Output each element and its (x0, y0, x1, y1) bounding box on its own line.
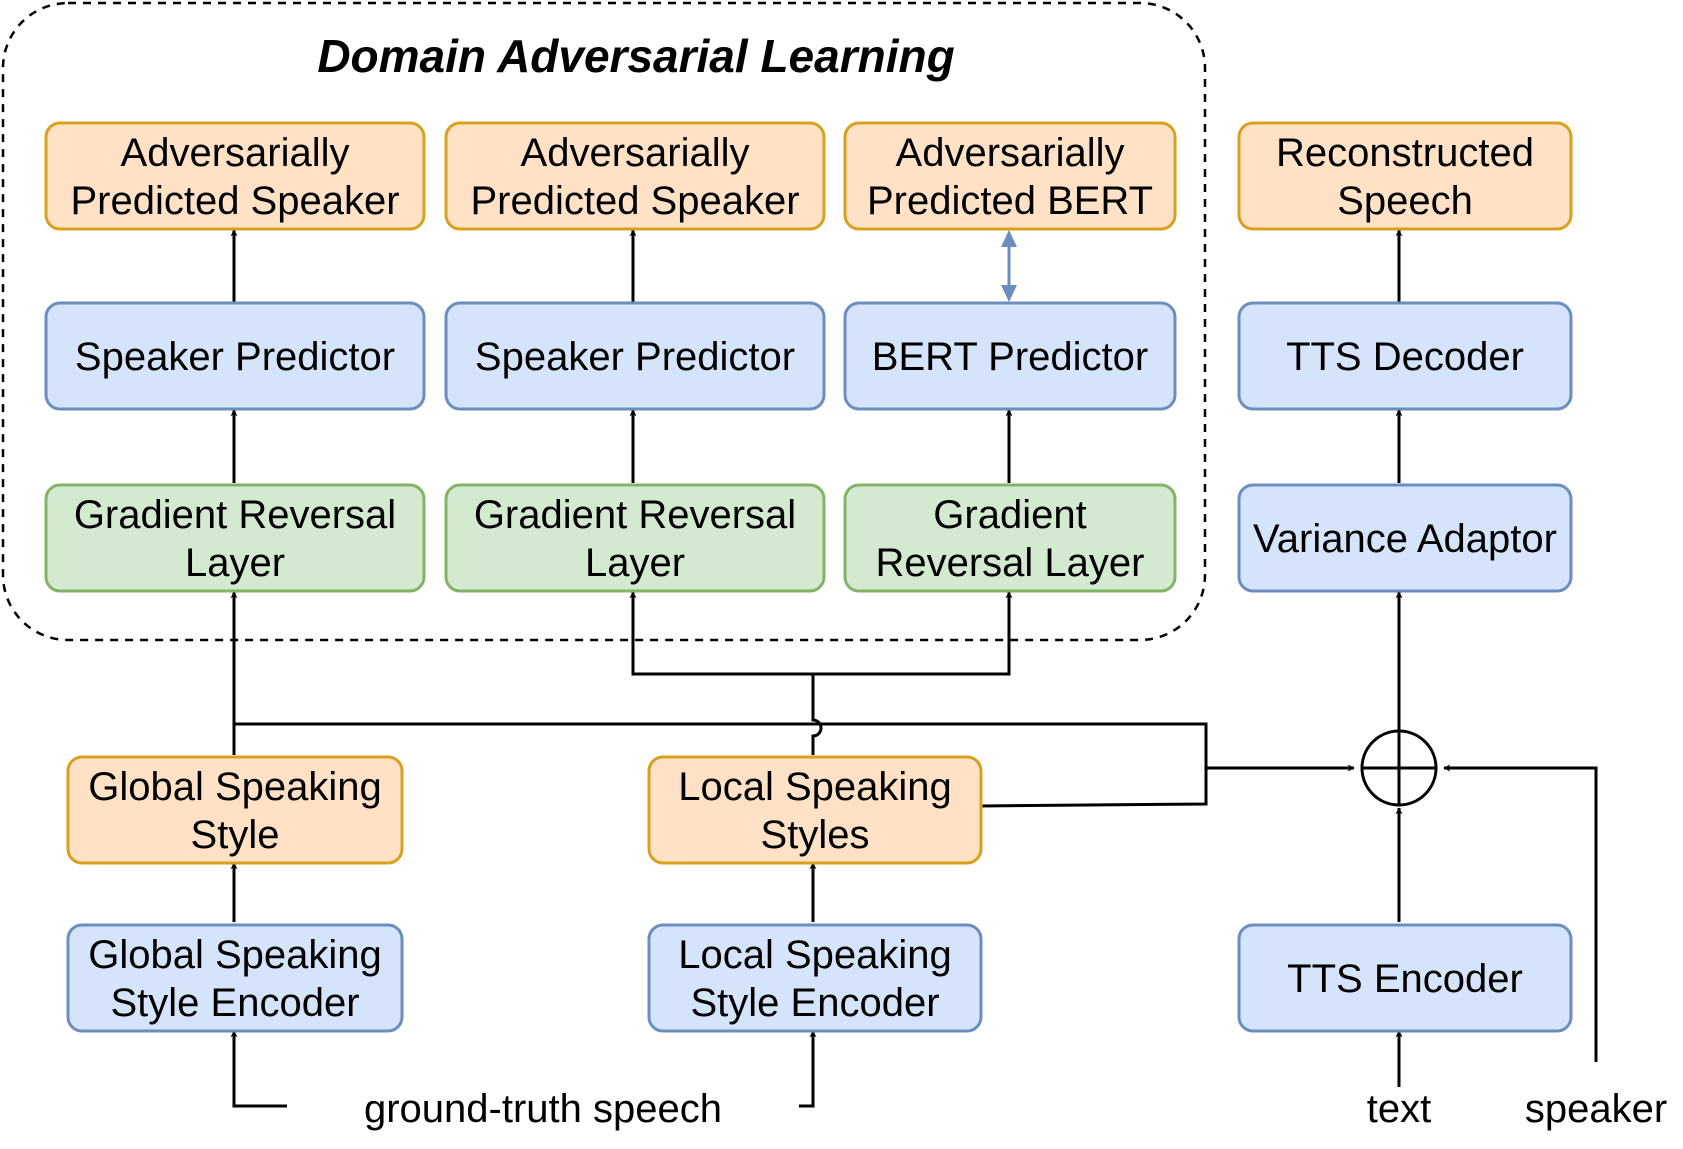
bert-predictor-label: BERT Predictor (872, 335, 1148, 379)
edge-local-to-sum (979, 768, 1208, 808)
reconstructed-speech-label: Speech (1337, 179, 1473, 223)
speaker-predictor-2-label: Speaker Predictor (475, 335, 795, 379)
local-speaking-styles-label: Local Speaking (678, 765, 952, 809)
local-speaking-styles-box (647, 755, 983, 865)
speaker-input-label: speaker (1525, 1087, 1667, 1131)
adv-predicted-bert-label: Adversarially (896, 131, 1125, 175)
gradient-reversal-layer-3-label: Reversal Layer (875, 541, 1144, 585)
variance-adaptor-box (1237, 483, 1573, 593)
edge-speaker-to-sum (1443, 764, 1598, 1062)
tts-decoder-label: TTS Decoder (1286, 335, 1524, 379)
speaker-predictor-1-box (44, 301, 426, 411)
adv-predicted-speaker-1-box (44, 121, 426, 231)
edge-global-to-sum (234, 722, 1355, 772)
local-speaking-style-encoder-box (647, 923, 983, 1033)
local-speaking-styles-label: Styles (761, 813, 870, 857)
bidir-arrowhead-down (1001, 285, 1017, 302)
tts-decoder: TTS Decoder (1237, 301, 1573, 411)
variance-adaptor: Variance Adaptor (1237, 483, 1573, 593)
gradient-reversal-layer-1-label: Gradient Reversal (74, 493, 396, 537)
global-speaking-style-encoder-label: Style Encoder (110, 981, 359, 1025)
bert-predictor-box (843, 301, 1177, 411)
domain-adversarial-group (1, 1, 1207, 642)
speaker-predictor-1: Speaker Predictor (44, 301, 426, 411)
reconstructed-speech-label: Reconstructed (1276, 131, 1534, 175)
sum-operator (1360, 729, 1438, 807)
bidir-arrowhead-up (1001, 230, 1017, 247)
global-speaking-style-box (66, 755, 404, 865)
global-speaking-style-encoder-label: Global Speaking (88, 933, 382, 977)
edge-split-to-grl2 (629, 591, 813, 676)
tts-encoder-box (1237, 923, 1573, 1033)
adv-predicted-speaker-1-label: Predicted Speaker (70, 179, 399, 223)
edge-gt-to-global-encoder (230, 1030, 287, 1108)
speaker-predictor-1-label: Speaker Predictor (75, 335, 395, 379)
local-speaking-style-encoder-label: Local Speaking (678, 933, 952, 977)
gradient-reversal-layer-2-box (444, 483, 826, 593)
group-title: Domain Adversarial Learning (317, 30, 954, 82)
adv-predicted-bert-box (843, 121, 1177, 231)
adv-predicted-speaker-2-box (444, 121, 826, 231)
edge-gt-to-local-encoder (799, 1030, 817, 1108)
variance-adaptor-label: Variance Adaptor (1253, 517, 1557, 561)
bert-predictor: BERT Predictor (843, 301, 1177, 411)
gradient-reversal-layer-3-label: Gradient (933, 493, 1086, 537)
reconstructed-speech-box (1237, 121, 1573, 231)
adv-predicted-speaker-2-label: Adversarially (521, 131, 750, 175)
adv-predicted-speaker-1-label: Adversarially (121, 131, 350, 175)
adv-predicted-speaker-2-label: Predicted Speaker (470, 179, 799, 223)
speaker-predictor-2: Speaker Predictor (444, 301, 826, 411)
gradient-reversal-layer-1-label: Layer (185, 541, 285, 585)
speaker-predictor-2-box (444, 301, 826, 411)
adv-predicted-bert-label: Predicted BERT (867, 179, 1153, 223)
gradient-reversal-layer-3-box (843, 483, 1177, 593)
tts-decoder-box (1237, 301, 1573, 411)
global-speaking-style-label: Style (191, 813, 280, 857)
global-speaking-style-encoder-box (66, 923, 404, 1033)
tts-encoder: TTS Encoder (1237, 923, 1573, 1033)
edge-split-to-grl3 (813, 591, 1013, 676)
tts-encoder-label: TTS Encoder (1287, 957, 1523, 1001)
ground-truth-speech-label: ground-truth speech (364, 1087, 722, 1131)
gradient-reversal-layer-1-box (44, 483, 426, 593)
global-speaking-style-label: Global Speaking (88, 765, 382, 809)
edges (230, 229, 1598, 1108)
gradient-reversal-layer-2-label: Gradient Reversal (474, 493, 796, 537)
edge-local-to-split (811, 674, 823, 755)
text-input-label: text (1367, 1087, 1431, 1131)
gradient-reversal-layer-2-label: Layer (585, 541, 685, 585)
local-speaking-style-encoder-label: Style Encoder (690, 981, 939, 1025)
